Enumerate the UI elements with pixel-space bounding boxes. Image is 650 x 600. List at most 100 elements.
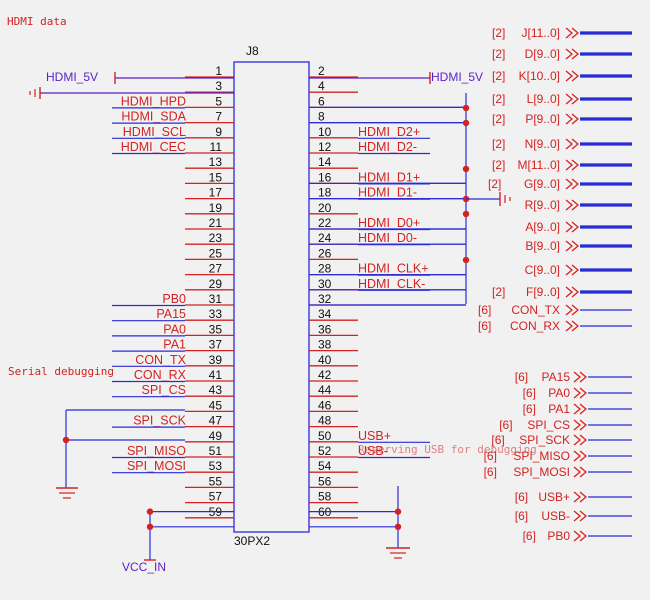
port-name: SPI_MISO	[513, 449, 570, 463]
junction-dot	[462, 256, 470, 264]
port-arrow	[565, 27, 580, 39]
pin-number: 26	[318, 246, 332, 260]
port-sheet-ref: [2]	[492, 26, 505, 40]
port-name: F[9..0]	[526, 285, 560, 299]
pin-number: 55	[209, 474, 223, 488]
port-arrow	[573, 371, 588, 383]
connector-value: 30PX2	[234, 534, 270, 548]
port-arrow	[573, 466, 588, 478]
junction-dot	[462, 210, 470, 218]
port-sheet-ref: [2]	[492, 92, 505, 106]
pin-number: 16	[318, 170, 332, 184]
pin-number: 19	[209, 201, 223, 215]
port-arrow	[565, 159, 580, 171]
port-name: K[10..0]	[519, 69, 560, 83]
pin-number: 39	[209, 353, 223, 367]
port-sheet-ref: [2]	[492, 69, 505, 83]
port-sheet-ref: [6]	[478, 303, 491, 317]
port-sheet-ref: [6]	[515, 370, 528, 384]
pin-number: 51	[209, 444, 223, 458]
port-name: B[9..0]	[525, 239, 560, 253]
pin-number: 20	[318, 201, 332, 215]
net-label: SPI_SCK	[133, 414, 186, 428]
port-group: [2]J[11..0][2]D[9..0][2]K[10..0][2]L[9..…	[478, 26, 632, 543]
port-sheet-ref: [2]	[492, 137, 505, 151]
port-name: N[9..0]	[525, 137, 560, 151]
connector-ref: J8	[246, 44, 259, 58]
port-arrow	[565, 70, 580, 82]
port-sheet-ref: [6]	[484, 465, 497, 479]
port-name: USB+	[538, 490, 570, 504]
pin-number: 3	[215, 79, 222, 93]
port-name: A[9..0]	[525, 220, 560, 234]
net-label: PB0	[162, 292, 186, 306]
net-label: HDMI_SCL	[123, 125, 186, 139]
port-sheet-ref: [6]	[491, 433, 504, 447]
net-label: SPI_MISO	[127, 444, 186, 458]
pin-number: 48	[318, 414, 332, 428]
pin-number: 37	[209, 338, 223, 352]
pin-number: 17	[209, 186, 223, 200]
port-name: P[9..0]	[525, 112, 560, 126]
hdmi-5v-right-label: HDMI_5V	[431, 70, 483, 84]
net-label: CON_RX	[134, 368, 187, 382]
pin-number: 56	[318, 474, 332, 488]
port-arrow	[565, 240, 580, 252]
pin-number: 5	[215, 94, 222, 108]
net-label: HDMI_CLK+	[358, 262, 429, 276]
port-name: J[11..0]	[522, 26, 560, 40]
port-arrow	[573, 419, 588, 431]
pin-number: 10	[318, 125, 332, 139]
pin-number: 42	[318, 368, 332, 382]
net-label: SPI_CS	[142, 383, 186, 397]
port-arrow	[565, 48, 580, 60]
port-arrow	[565, 304, 580, 316]
pin-number: 15	[209, 170, 223, 184]
pin-number: 12	[318, 140, 332, 154]
pin-number: 54	[318, 459, 332, 473]
pin-number: 11	[210, 140, 223, 154]
port-name: G[9..0]	[524, 177, 560, 191]
port-arrow	[565, 113, 580, 125]
port-sheet-ref: [6]	[523, 529, 536, 543]
port-name: M[11..0]	[518, 158, 560, 172]
pin-number: 1	[215, 64, 222, 78]
pin-group: 1357911131517192123252729313335373941434…	[121, 64, 429, 519]
junction-dot	[394, 508, 402, 515]
pin-number: 46	[318, 398, 332, 412]
pin-number: 31	[209, 292, 223, 306]
pin-number: 41	[209, 368, 223, 382]
port-name: USB-	[541, 509, 570, 523]
pin-number: 34	[318, 307, 332, 321]
net-label: HDMI_CEC	[121, 140, 186, 154]
connector-body[interactable]	[233, 61, 310, 533]
pin-number: 38	[318, 338, 332, 352]
pin-number: 7	[215, 110, 222, 124]
pin-number: 53	[209, 459, 223, 473]
pin-number: 22	[318, 216, 332, 230]
port-arrow	[565, 199, 580, 211]
net-label: CON_TX	[135, 353, 186, 367]
usb-debug-note: Reserving USB for debugging	[358, 443, 537, 456]
port-name: SPI_SCK	[519, 433, 570, 447]
port-name: CON_RX	[510, 319, 560, 333]
net-label: USB+	[358, 429, 391, 443]
pin-number: 36	[318, 322, 332, 336]
port-sheet-ref: [6]	[484, 449, 497, 463]
pin-number: 30	[318, 277, 332, 291]
pin-number: 44	[318, 383, 332, 397]
page-title: HDMI data	[7, 15, 67, 28]
pin-number: 24	[318, 231, 332, 245]
pin-number: 52	[318, 444, 332, 458]
port-sheet-ref: [6]	[478, 319, 491, 333]
net-label: PA0	[163, 322, 186, 336]
pin-number: 57	[209, 490, 223, 504]
net-label: HDMI_D0-	[358, 231, 417, 245]
junction-dot	[146, 523, 154, 530]
port-sheet-ref: [2]	[492, 47, 505, 61]
port-sheet-ref: [6]	[515, 490, 528, 504]
net-label: HDMI_D2-	[358, 140, 417, 154]
net-label: PA1	[163, 338, 186, 352]
port-arrow	[565, 138, 580, 150]
port-arrow	[565, 221, 580, 233]
